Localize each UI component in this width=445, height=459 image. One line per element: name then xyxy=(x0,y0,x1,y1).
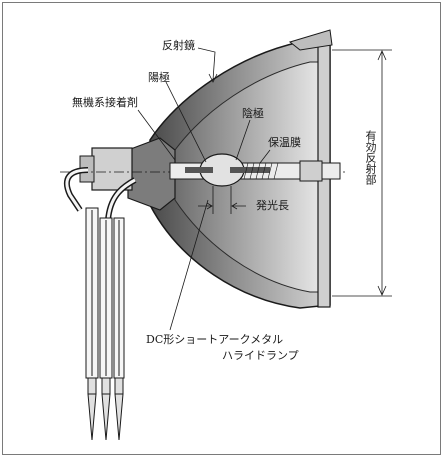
effective-dim-arrow-top xyxy=(377,50,387,61)
leader-cathode xyxy=(235,119,251,161)
leader-insulation xyxy=(259,149,271,164)
label-insulation-film: 保温膜 xyxy=(268,136,301,149)
leader-lamp xyxy=(169,199,209,331)
effective-dim-arrow-bottom xyxy=(377,285,387,296)
wire-terminals xyxy=(87,377,124,441)
label-anode: 陽極 xyxy=(148,71,170,84)
leader-reflector xyxy=(197,47,216,81)
cable-outer-inner xyxy=(65,168,89,211)
label-effective-reflection: 有効反射部 xyxy=(364,130,377,185)
leader-adhesive xyxy=(137,109,176,161)
label-arc-length: 発光長 xyxy=(256,199,289,212)
label-lamp-line1: DC形ショートアークメタル xyxy=(146,333,284,346)
cable-inner-core xyxy=(106,178,136,221)
arc-length-arrow-left xyxy=(198,202,213,210)
insulation-film-hatch xyxy=(243,162,279,180)
tube-cap xyxy=(299,160,323,182)
reflector-rim-top xyxy=(288,29,333,51)
label-inorganic-adhesive: 無機系接着剤 xyxy=(72,96,138,109)
arc-length-arrow-right xyxy=(231,202,246,210)
leader-anode xyxy=(165,81,207,163)
electrode-right xyxy=(230,167,270,173)
label-reflector: 反射鏡 xyxy=(162,39,195,52)
reflector-neck xyxy=(127,137,176,211)
leader-reflector-arrow xyxy=(208,73,218,83)
wire-bundle xyxy=(85,207,125,379)
label-cathode: 陰極 xyxy=(242,107,264,120)
image-frame xyxy=(2,2,441,455)
electrode-left xyxy=(185,167,213,173)
label-lamp-line2: ハライドランプ xyxy=(222,349,299,362)
